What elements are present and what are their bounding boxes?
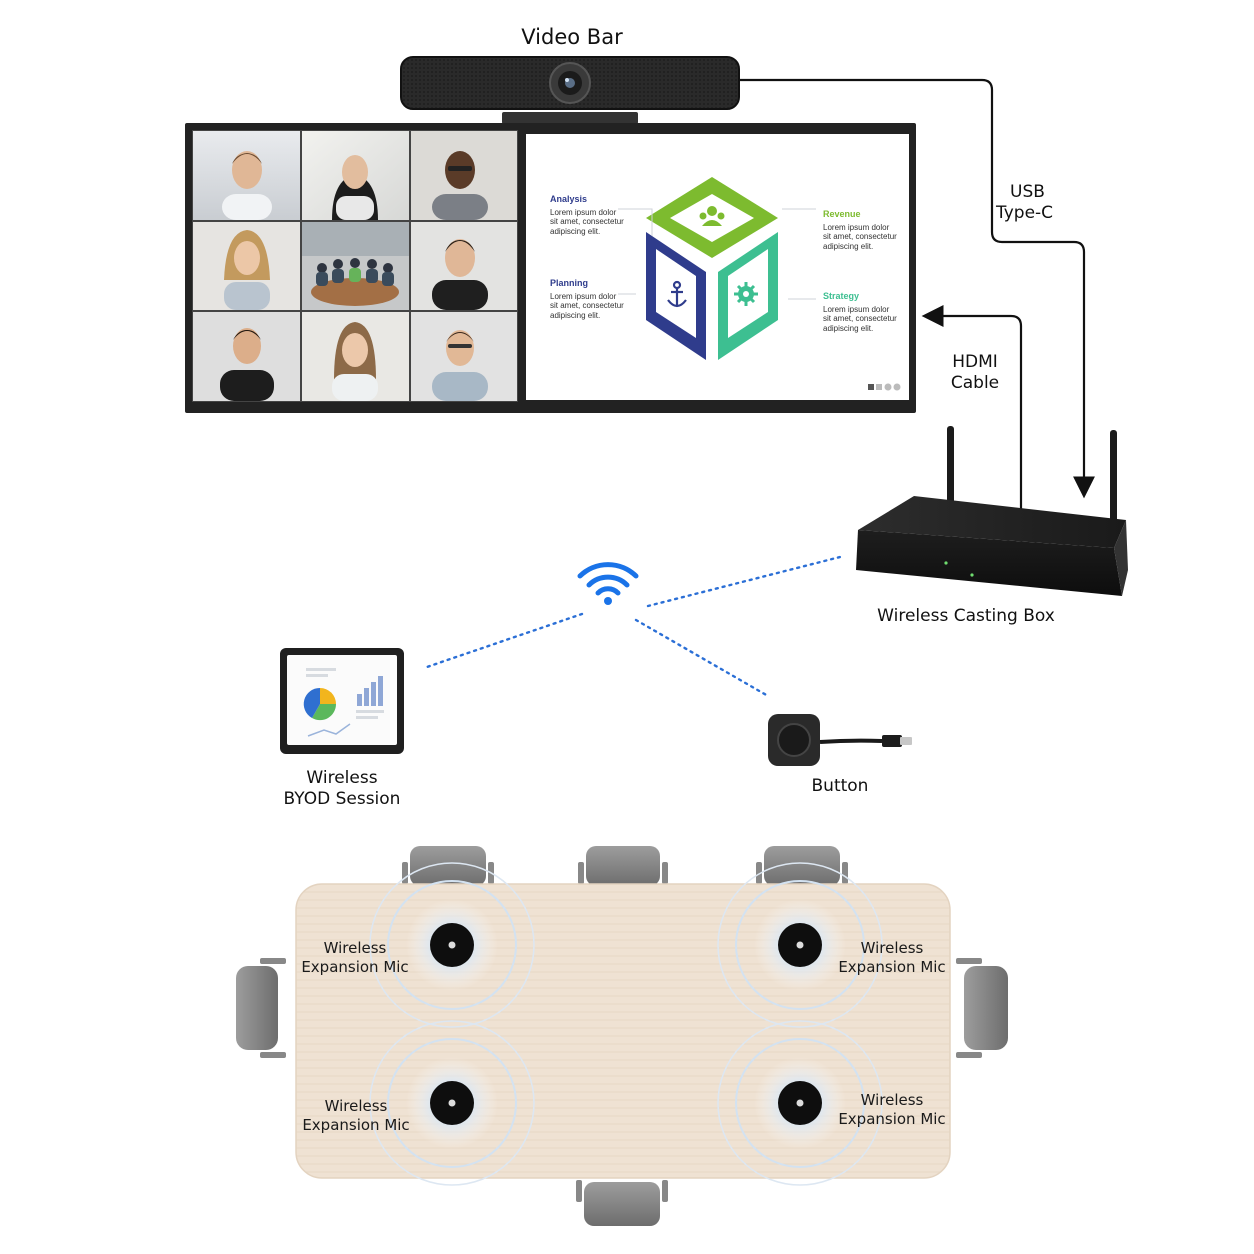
wifi-icon — [577, 562, 639, 605]
mic-bottom-right — [717, 1020, 883, 1186]
participant-tile-6 — [411, 222, 517, 310]
slide-strategy-line3: adipiscing elit. — [823, 323, 874, 333]
usb-cable-line — [738, 78, 1095, 499]
wifi-link-box — [646, 555, 842, 608]
hdmi-label-line1: HDMI — [952, 352, 998, 372]
mic-label-line1: Wireless — [323, 939, 387, 957]
conference-table — [236, 846, 1008, 1226]
chair-top-3 — [756, 846, 848, 886]
slide-planning-line2: sit amet, consectetur — [550, 301, 624, 310]
button-label: Button — [811, 776, 869, 796]
mic-label-line2: Expansion Mic — [301, 958, 409, 976]
chair-top-2 — [578, 846, 668, 886]
pie-chart-icon — [303, 687, 337, 721]
slide-pager — [868, 383, 901, 391]
participant-tile-2 — [302, 131, 409, 220]
slide-planning-line3: adipiscing elit. — [550, 310, 601, 320]
usb-label-line2: Type-C — [996, 203, 1054, 223]
hdmi-cable-line — [921, 305, 1023, 512]
mic-label-line2: Expansion Mic — [302, 1116, 410, 1134]
video-bar-label: Video Bar — [521, 25, 623, 49]
byod-label: Wireless BYOD Session — [272, 768, 412, 810]
slide-planning-block: Planning Lorem ipsum dolor sit amet, con… — [550, 278, 624, 320]
mic-top-left — [369, 862, 535, 1028]
video-bar — [400, 56, 740, 124]
participant-tile-5 — [302, 222, 409, 310]
slide-analysis-title: Analysis — [550, 194, 588, 204]
gear-icon — [734, 282, 758, 306]
chair-bottom — [576, 1180, 668, 1226]
mic-top-right — [717, 862, 883, 1028]
mic-label-line1: Wireless — [860, 939, 924, 957]
slide-revenue-block: Revenue Lorem ipsum dolor sit amet, cons… — [823, 209, 897, 251]
mic-label-top-right: Wireless Expansion Mic — [827, 939, 957, 977]
slide-revenue-line3: adipiscing elit. — [823, 241, 874, 251]
participant-tile-1 — [193, 131, 300, 220]
hdmi-label-line2: Cable — [950, 373, 1000, 393]
slide-strategy-line2: sit amet, consectetur — [823, 314, 897, 323]
mic-label-line1: Wireless — [324, 1097, 388, 1115]
slide-analysis-line3: adipiscing elit. — [550, 226, 601, 236]
byod-label-line1: Wireless — [306, 768, 378, 788]
chair-right — [956, 958, 1008, 1058]
mic-bottom-left — [369, 1020, 535, 1186]
mic-label-line2: Expansion Mic — [838, 1110, 946, 1128]
slide-graphic — [618, 177, 901, 391]
slide-analysis-line2: sit amet, consectetur — [550, 217, 624, 226]
slide-strategy-block: Strategy Lorem ipsum dolor sit amet, con… — [823, 291, 897, 333]
participant-tile-9 — [411, 312, 517, 401]
participant-tile-7 — [193, 312, 300, 401]
slide-planning-line1: Lorem ipsum dolor — [550, 291, 617, 301]
presentation-slide: Analysis Lorem ipsum dolor sit amet, con… — [526, 134, 909, 400]
users-icon — [699, 206, 725, 226]
slide-planning-title: Planning — [550, 278, 588, 288]
usb-label-line1: USB — [1010, 182, 1045, 202]
wireless-casting-box — [856, 426, 1128, 596]
slide-revenue-title: Revenue — [823, 209, 861, 219]
casting-button — [768, 714, 912, 766]
mic-label-line2: Expansion Mic — [838, 958, 946, 976]
video-tiles — [193, 131, 517, 401]
mic-label-bottom-right: Wireless Expansion Mic — [827, 1091, 957, 1129]
usb-label: USB Type-C — [996, 182, 1062, 224]
chair-left — [236, 958, 286, 1058]
wifi-link-button — [634, 618, 770, 698]
wifi-link-byod — [422, 612, 584, 670]
slide-revenue-line1: Lorem ipsum dolor — [823, 222, 890, 232]
byod-label-line2: BYOD Session — [283, 789, 401, 809]
slide-strategy-line1: Lorem ipsum dolor — [823, 304, 890, 314]
anchor-icon — [667, 280, 687, 308]
mic-label-top-left: Wireless Expansion Mic — [290, 939, 420, 977]
video-call-grid — [192, 130, 518, 402]
bar-chart-icon — [357, 676, 383, 706]
casting-box-label: Wireless Casting Box — [877, 606, 1055, 626]
mic-label-bottom-left: Wireless Expansion Mic — [291, 1097, 421, 1135]
chair-top-1 — [402, 846, 494, 886]
slide-analysis-block: Analysis Lorem ipsum dolor sit amet, con… — [550, 194, 624, 236]
cube-diagram — [646, 177, 778, 360]
byod-tablet — [280, 648, 404, 754]
participant-tile-3 — [411, 131, 517, 220]
hdmi-label: HDMI Cable — [944, 352, 1006, 394]
participant-tile-8 — [302, 312, 409, 401]
slide-revenue-line2: sit amet, consectetur — [823, 232, 897, 241]
slide-strategy-title: Strategy — [823, 291, 860, 301]
slide-analysis-line1: Lorem ipsum dolor — [550, 207, 617, 217]
participant-tile-4 — [193, 222, 300, 310]
mic-label-line1: Wireless — [860, 1091, 924, 1109]
